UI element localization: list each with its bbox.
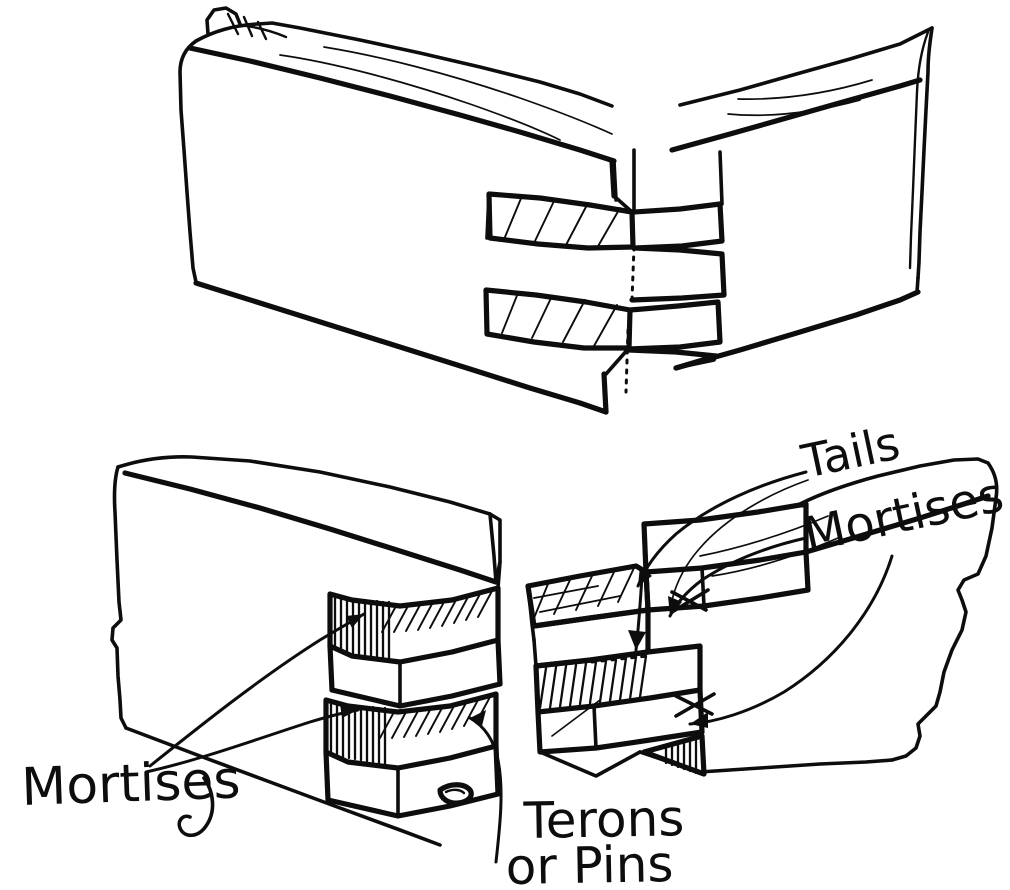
pin-board-torn-left-edge: [110, 465, 128, 730]
label-tenons-line2: or Pins: [505, 835, 674, 890]
joint-left-socket-verticals: [484, 192, 491, 336]
joint-lower-socket-hatching: [501, 292, 618, 347]
tail-board-lower-tail-arris: [592, 704, 598, 750]
tail-board-grain-line-2: [711, 537, 839, 577]
tail-board-upper-socket-hatch-b: [533, 585, 621, 613]
tail-board-mortise-x-mark-lower: [674, 692, 716, 718]
leader-tail-down-arrowhead: [628, 630, 646, 650]
leader-mortises-left-to-upper: [148, 612, 366, 768]
joint-upper-tail-right: [631, 201, 725, 251]
tail-board-small-socket-hatch: [664, 736, 698, 775]
leader-mortises-right-lower: [688, 554, 894, 726]
left-board-top-near-edge: [187, 45, 617, 164]
leader-mortises-left-to-lower: [144, 708, 360, 774]
leader-mortises-left-upper-arrowhead: [346, 614, 364, 628]
leader-mortises-right-upper-arrowhead: [668, 596, 682, 616]
tail-board-small-socket: [641, 733, 707, 777]
left-board-grain-line-1: [279, 54, 561, 141]
pin-board-lower-mortise-hatch-vertical: [329, 701, 387, 766]
label-tenons-line1: Terons: [522, 789, 685, 850]
pin-board-pin-hole-inner: [444, 788, 466, 795]
tail-board-bottom-edge: [698, 758, 894, 774]
tail-board-grain-line-1: [699, 515, 829, 557]
leader-tenons-arrowhead: [470, 710, 486, 726]
joint-arris-connector-bottom: [604, 346, 631, 376]
tail-board-upper-tail-arris: [700, 566, 706, 608]
label-mortises-left: Mortises: [20, 750, 241, 818]
tail-board-mortise-x-mark-upper: [670, 588, 710, 614]
tail-board-panel: [525, 457, 999, 778]
tail-board-upper-tail-right-edge: [804, 502, 810, 592]
tail-board-left-face-connector: [532, 638, 538, 668]
tail-board-lower-tail-hatch: [538, 654, 648, 710]
label-mortises-left-flourish: [177, 776, 215, 838]
joint-mid-tail-right-edge: [720, 252, 726, 297]
tail-board-upper-socket-hatch-a: [533, 567, 635, 619]
joint-lower-tail-right-edge: [716, 300, 722, 344]
tail-board-lower-tail-left-edge: [534, 664, 542, 754]
joint-bottom-tail-edge: [674, 354, 718, 370]
joint-arris-connector-top: [612, 194, 634, 214]
pin-board-top-near-edge: [122, 470, 499, 585]
joint-upper-socket-hatching: [504, 195, 621, 249]
pin-board-upper-pin-right-edge: [496, 638, 502, 686]
leader-mortises-right-lower-arrowhead: [690, 712, 708, 728]
left-board-grain-line-2: [323, 46, 613, 135]
pin-board-top-far-edge: [116, 455, 492, 516]
pin-board-pin-hole-detail: [437, 782, 474, 806]
tail-board-hidden-line: [590, 654, 650, 664]
leader-tenons-to-pin: [468, 716, 503, 864]
leader-tails-secondary: [671, 479, 809, 601]
tail-board-top-near-edge: [803, 493, 991, 555]
right-board-torn-right-edge: [916, 26, 934, 280]
tail-board-lower-tail-grain: [551, 699, 601, 737]
joint-center-arris-bottom: [601, 371, 609, 415]
leader-lines-group: [144, 470, 894, 864]
right-board-grain-line-1: [737, 79, 873, 100]
pin-board-upper-rail-to-pin: [496, 560, 502, 590]
left-board-notch-lip: [238, 23, 288, 39]
right-board-bottom-right-corner: [915, 276, 920, 294]
joint-upper-tail-right-edge: [718, 150, 724, 206]
right-board-top-far-edge: [678, 26, 934, 107]
left-board-corner-notch: [205, 6, 242, 36]
tail-board-lower-block-bottom: [538, 750, 642, 778]
right-board-bottom-edge: [673, 289, 921, 371]
pin-board-upper-rail-end-face-left: [488, 512, 498, 584]
pin-board-panel: [110, 455, 503, 847]
leader-tails-to-tail: [636, 470, 808, 588]
assembled-joint-panel: [178, 6, 934, 415]
tail-board-top-far-edge: [798, 457, 990, 506]
joint-center-arris-top: [609, 158, 617, 199]
right-board-grain-line-2: [727, 99, 861, 117]
right-board-torn-right-inner: [908, 30, 930, 270]
tail-board-upper-socket-left-edge: [526, 584, 536, 642]
pin-board-lower-pin-top-hatch: [379, 696, 491, 739]
tail-board-torn-right-edge: [890, 461, 999, 762]
left-board-bottom-edge: [193, 280, 609, 415]
pin-board-upper-pin-top-hatch: [381, 590, 493, 633]
leader-mortises-left-lower-arrowhead: [340, 704, 358, 718]
joint-arris-connector-mid: [631, 245, 636, 250]
pin-board-bottom-edge: [124, 726, 442, 847]
